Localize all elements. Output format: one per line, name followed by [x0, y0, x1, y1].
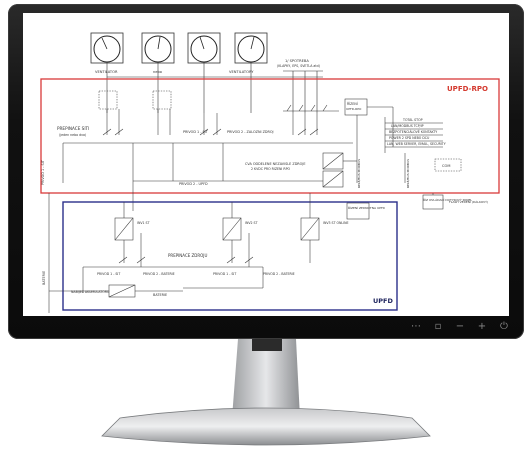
label-rele-right: RELÉ/BUS MODBUS — [405, 159, 410, 188]
label-spotreba-1: 1/ SPOTREBA — [285, 59, 309, 63]
label-privod-sit-bot: PRIVOD 1 - SIT — [97, 272, 120, 276]
label-privod1-sit-vert: PRIVOD 1 - SIT — [41, 159, 45, 185]
inv-1: INV2 ST — [245, 221, 258, 225]
label-flash: FLASH VEDENÍ (DÁLKOVÝ) — [449, 199, 488, 204]
upfd-rpo-box — [40, 78, 500, 194]
display-icon[interactable]: ▫ — [434, 321, 442, 332]
label-com: COM — [442, 164, 450, 168]
label-baterie-vert: BATERIE — [42, 271, 46, 285]
upfd-title: UPFD — [373, 297, 393, 305]
plus-icon[interactable]: + — [477, 321, 487, 332]
label-privod-bat-bot2: PRIVOD 2 - BATERIE — [263, 272, 295, 276]
power-icon[interactable]: ⏻ — [500, 321, 508, 332]
label-ventilator-2: VENTILATORY — [229, 70, 254, 74]
label-privod-sit-bot2: PRIVOD 1 - SIT — [213, 272, 236, 276]
upfd-rpo-title: UPFD-RPO — [447, 85, 488, 93]
label-cva-sub: 2 KVDC PRO RIZENI RPO — [251, 167, 290, 171]
relay-4: LAN, WEB SERVER, EMAIL, SECURITY — [387, 142, 446, 146]
minus-icon[interactable]: − — [455, 321, 465, 332]
label-ventilator-1: VENTILATOR — [95, 70, 118, 74]
relay-0: TOTAL STOP — [402, 118, 423, 122]
label-baterie: BATERIE — [153, 293, 167, 297]
menu-dots-icon[interactable]: ⋯ — [411, 321, 421, 332]
label-ovladaci-panel: ŘÍZ OVLÁDACÍ DOTYKOVÝ PANEL — [423, 197, 472, 202]
inv-2: INV3 ST ONLINE — [323, 221, 349, 225]
label-rizeni-upfd: ŘÍZENÍ ZEDNOTNA UPFD — [348, 205, 386, 210]
label-prepinace-zdroju: PREPINACE ZDROJU — [168, 253, 207, 258]
label-prepinace-siti-sub: (jeden nebo dva) — [59, 133, 86, 137]
screen: VENTILATOR nebo VENTILATORY 1/ SPOTREBA … — [23, 13, 509, 316]
label-nebo: nebo — [153, 70, 162, 74]
dial-ventilator-1 — [90, 32, 124, 64]
label-prepinace-siti: PREPINACE SITI — [57, 126, 89, 131]
label-privod2-zalozni: PRIVOD 2 - ZALOZNI ZDROJ — [227, 130, 274, 134]
label-rele-left: RELÉ/BUS MODBUS — [356, 159, 361, 188]
label-rizeni-rpo: ŘÍZENÍ — [347, 101, 358, 106]
label-privod-bat-bot: PRIVOD 2 - BATERIE — [143, 272, 175, 276]
dial-ventilator-2 — [187, 32, 221, 64]
label-spotreba-2: (KLAPKY, EPS, SVETLA atd) — [277, 64, 320, 68]
relay-2: BEZPOTENCIÁLOVÉ KONTAKTY — [389, 129, 437, 134]
dial-nebo — [141, 32, 175, 64]
label-privod2-upfd: PRIVOD 2 - UPFD — [179, 182, 208, 186]
label-rizeni-rpo-sub: UPFD-RPO — [346, 107, 362, 111]
schematic-diagram: VENTILATOR nebo VENTILATORY 1/ SPOTREBA … — [23, 13, 509, 316]
label-privod1-sit-top: PRIVOD 1 - SIT — [183, 130, 209, 134]
label-cva: CVA ODDELENE NEZAVISLE ZDROJE — [245, 162, 305, 166]
monitor-buttons: ⋯ ▫ − + ⏻ — [410, 321, 520, 335]
relay-1: LAN/MODBUS TCP/IP — [391, 124, 424, 128]
inv-0: INV1 ST — [137, 221, 150, 225]
relay-3: POWER 2 SPD NEBO DCU — [389, 136, 430, 140]
label-nabijec: NABIJEC AKUMULATORU — [71, 290, 110, 294]
dial-spare — [234, 32, 268, 64]
upfd-box — [62, 201, 398, 311]
